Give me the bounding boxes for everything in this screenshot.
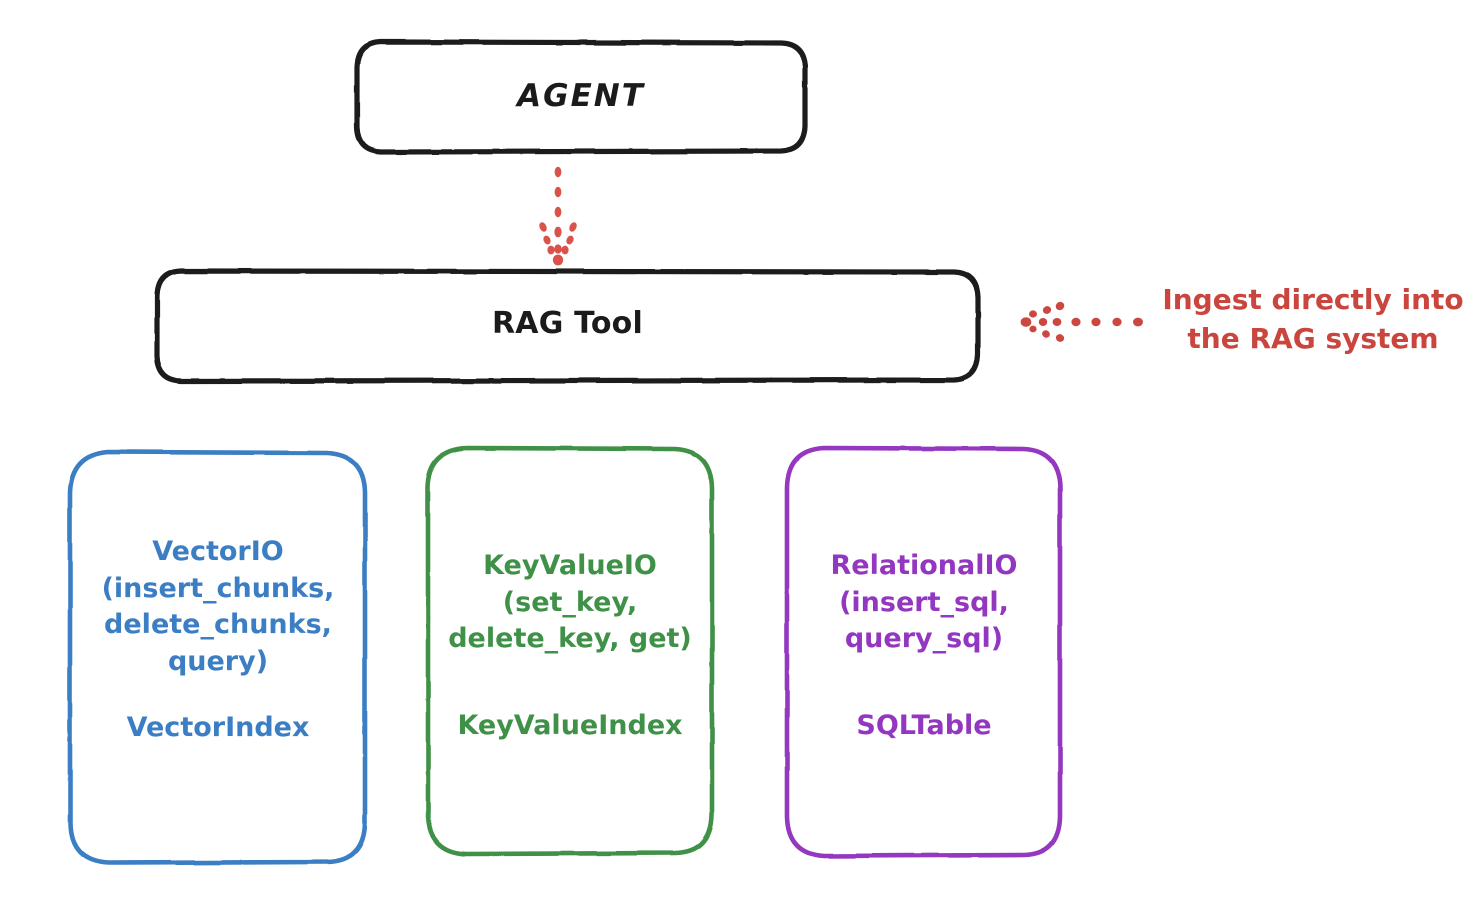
vector-index-label: VectorIndex: [126, 712, 310, 743]
ingest-annotation-text: Ingest directly into the RAG system: [1162, 283, 1464, 355]
vector-io-api-label: VectorIO (insert_chunks, delete_chunks, …: [101, 536, 335, 678]
agent-box-outline: [354, 39, 808, 155]
relational-io-box-outline: [784, 445, 1063, 859]
rag-tool-node[interactable]: [154, 268, 981, 384]
rag-tool-box-outline: [154, 268, 981, 384]
keyvalue-io-node[interactable]: [425, 445, 715, 857]
sql-table-label: SQLTable: [856, 710, 992, 741]
relational-io-api-label: RelationalIO (insert_sql, query_sql): [830, 550, 1018, 655]
relational-io-node[interactable]: [784, 445, 1063, 859]
agent-label: AGENT: [517, 78, 645, 114]
keyvalue-io-box-outline: [425, 445, 715, 857]
vector-io-node[interactable]: [67, 449, 368, 866]
agent-to-rag-tool-arrow-icon: [539, 166, 577, 266]
keyvalue-io-api-label: KeyValueIO (set_key, delete_key, get): [448, 550, 692, 655]
agent-node[interactable]: [354, 39, 808, 155]
vector-io-box-outline: [67, 449, 368, 866]
ingest-annotation-arrow-icon: [1020, 301, 1143, 342]
rag-tool-label: RAG Tool: [492, 306, 643, 341]
keyvalue-index-label: KeyValueIndex: [457, 710, 683, 741]
